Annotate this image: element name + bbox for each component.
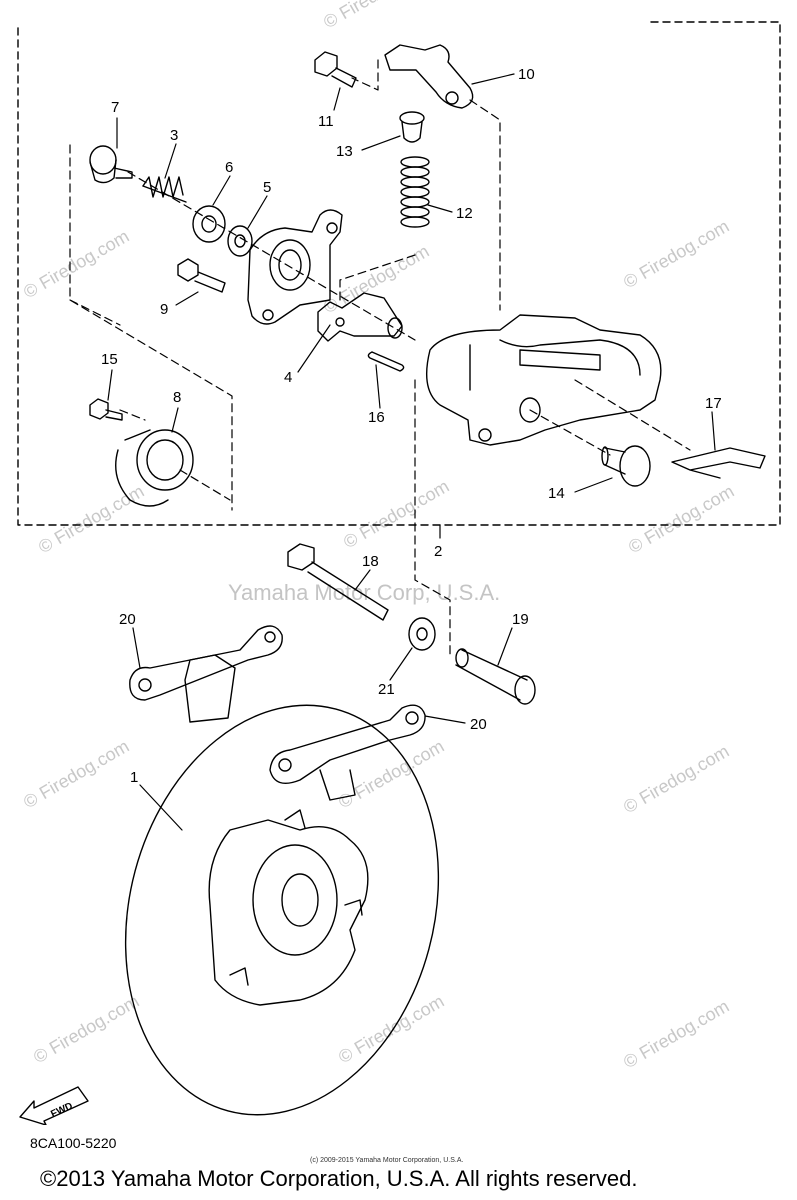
fwd-arrow-icon: FWD (19, 1086, 89, 1125)
callout-3: 3 (170, 127, 178, 144)
callout-4: 4 (284, 369, 292, 386)
callout-6: 6 (225, 159, 233, 176)
part-1-disc (124, 704, 440, 1116)
part-housing (247, 209, 343, 325)
callout-20-right: 20 (470, 716, 487, 733)
part-13-bushing (399, 111, 425, 143)
part-16-pin (367, 351, 405, 372)
part-17-clip (671, 447, 766, 479)
part-11-bolt (314, 51, 357, 88)
callout-20-left: 20 (119, 611, 136, 628)
callout-8: 8 (173, 389, 181, 406)
callout-10: 10 (518, 66, 535, 83)
part-5-washer (227, 225, 253, 257)
callout-19: 19 (512, 611, 529, 628)
callout-18: 18 (362, 553, 379, 570)
part-2-caliper-body (426, 314, 662, 446)
callout-5: 5 (263, 179, 271, 196)
part-4-shaft (317, 292, 403, 342)
part-9-bolt (177, 258, 226, 293)
callout-16: 16 (368, 409, 385, 426)
part-3-spring (142, 176, 187, 203)
part-code: 8CA100-5220 (30, 1135, 117, 1151)
part-20-pad-right (269, 704, 426, 801)
callout-7: 7 (111, 99, 119, 116)
callout-1: 1 (130, 769, 138, 786)
callout-9: 9 (160, 301, 168, 318)
callout-11: 11 (318, 113, 334, 130)
part-18-bolt (287, 543, 389, 621)
part-20-pad-left (129, 625, 283, 723)
part-21-washer (408, 617, 436, 651)
part-6-plate (192, 205, 226, 243)
callout-13: 13 (336, 143, 353, 160)
callout-12: 12 (456, 205, 473, 222)
part-15-bolt (89, 398, 123, 421)
callout-17: 17 (705, 395, 722, 412)
copyright-notice: ©2013 Yamaha Motor Corporation, U.S.A. A… (40, 1166, 638, 1191)
part-14-pin (601, 445, 651, 487)
part-12-spring (400, 156, 430, 228)
watermark-yamaha: Yamaha Motor Corp, U.S.A. (228, 580, 501, 605)
part-10-lever (384, 44, 474, 109)
assembly-box (17, 21, 781, 526)
small-copyright: (c) 2009-2015 Yamaha Motor Corporation, … (310, 1157, 464, 1164)
part-7-cap (89, 145, 133, 184)
callout-14: 14 (548, 485, 565, 502)
callout-15: 15 (101, 351, 118, 368)
callout-2: 2 (434, 543, 442, 560)
part-8-cup (115, 429, 194, 507)
callout-21: 21 (378, 681, 395, 698)
part-19-sleeve (455, 648, 536, 705)
